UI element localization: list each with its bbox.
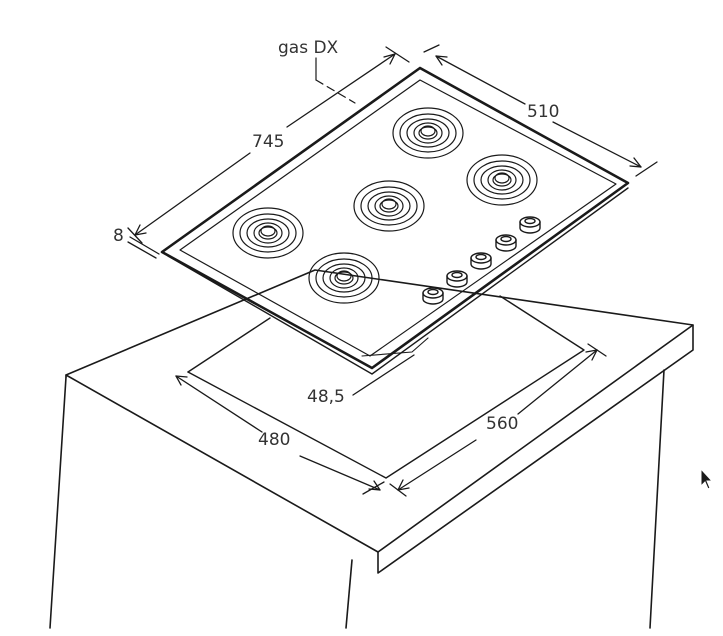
burner-center [353, 180, 425, 232]
knob-2 [446, 270, 468, 288]
knobs [422, 216, 541, 305]
burner-rear [392, 107, 464, 159]
label-depth-total: 745 [252, 132, 284, 152]
knob-3 [470, 252, 492, 270]
countertop [49, 269, 694, 629]
label-gas-connection: gas DX [278, 38, 339, 58]
cursor-arrow-icon [700, 468, 714, 490]
knob-1 [422, 287, 444, 305]
label-thickness: 8 [113, 226, 124, 246]
burner-left [232, 207, 304, 259]
knob-5 [519, 216, 541, 234]
burner-front [308, 252, 380, 304]
label-cutout-offset: 48,5 [307, 387, 345, 407]
burners [232, 107, 538, 304]
cutout [187, 295, 585, 479]
label-cutout-depth: 560 [486, 414, 518, 434]
label-cutout-width: 480 [258, 430, 290, 450]
label-width-total: 510 [527, 102, 559, 122]
dimension-lines [127, 44, 658, 497]
hob [160, 66, 630, 375]
burner-right [466, 154, 538, 206]
knob-4 [495, 234, 517, 252]
